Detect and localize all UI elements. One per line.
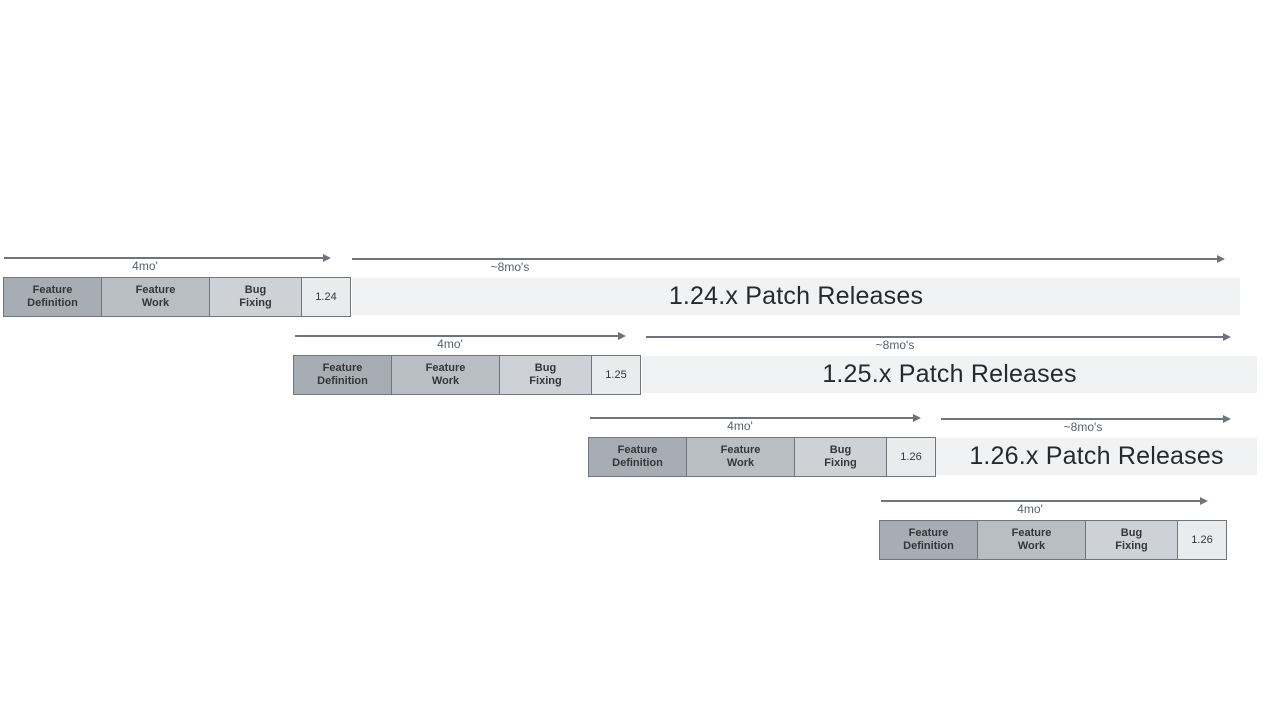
bug-fixing-box: Bug Fixing [794, 437, 887, 477]
feature-definition-box: Feature Definition [3, 277, 102, 317]
version-box: 1.26 [1177, 520, 1227, 560]
patch-duration-label: ~8mo's [1055, 420, 1111, 434]
phase-boxes: Feature Definition Feature Work Bug Fixi… [293, 355, 641, 395]
dev-cycle-arrow [590, 414, 921, 422]
phase-boxes: Feature Definition Feature Work Bug Fixi… [3, 277, 351, 317]
patch-cycle-arrow [646, 333, 1231, 341]
dev-duration-label: 4mo' [429, 337, 471, 351]
phase-boxes: Feature Definition Feature Work Bug Fixi… [879, 520, 1227, 560]
patch-duration-label: ~8mo's [482, 260, 538, 274]
feature-work-box: Feature Work [391, 355, 500, 395]
patch-cycle-arrow [941, 415, 1231, 423]
dev-duration-label: 4mo' [124, 259, 166, 273]
feature-definition-box: Feature Definition [588, 437, 687, 477]
patch-cycle-arrow [352, 255, 1225, 263]
version-box: 1.25 [591, 355, 641, 395]
patch-releases-bar: 1.26.x Patch Releases [936, 438, 1257, 475]
version-box: 1.24 [301, 277, 351, 317]
dev-cycle-arrow [295, 332, 626, 340]
dev-cycle-arrow [881, 497, 1208, 505]
bug-fixing-box: Bug Fixing [1085, 520, 1178, 560]
dev-duration-label: 4mo' [1009, 502, 1051, 516]
feature-work-box: Feature Work [686, 437, 795, 477]
feature-work-box: Feature Work [977, 520, 1086, 560]
version-box: 1.26 [886, 437, 936, 477]
patch-releases-bar: 1.25.x Patch Releases [642, 356, 1257, 393]
bug-fixing-box: Bug Fixing [209, 277, 302, 317]
feature-definition-box: Feature Definition [879, 520, 978, 560]
bug-fixing-box: Bug Fixing [499, 355, 592, 395]
phase-boxes: Feature Definition Feature Work Bug Fixi… [588, 437, 936, 477]
dev-duration-label: 4mo' [719, 419, 761, 433]
feature-definition-box: Feature Definition [293, 355, 392, 395]
patch-releases-bar: 1.24.x Patch Releases [352, 278, 1240, 315]
dev-cycle-arrow [4, 254, 331, 262]
patch-duration-label: ~8mo's [867, 338, 923, 352]
feature-work-box: Feature Work [101, 277, 210, 317]
